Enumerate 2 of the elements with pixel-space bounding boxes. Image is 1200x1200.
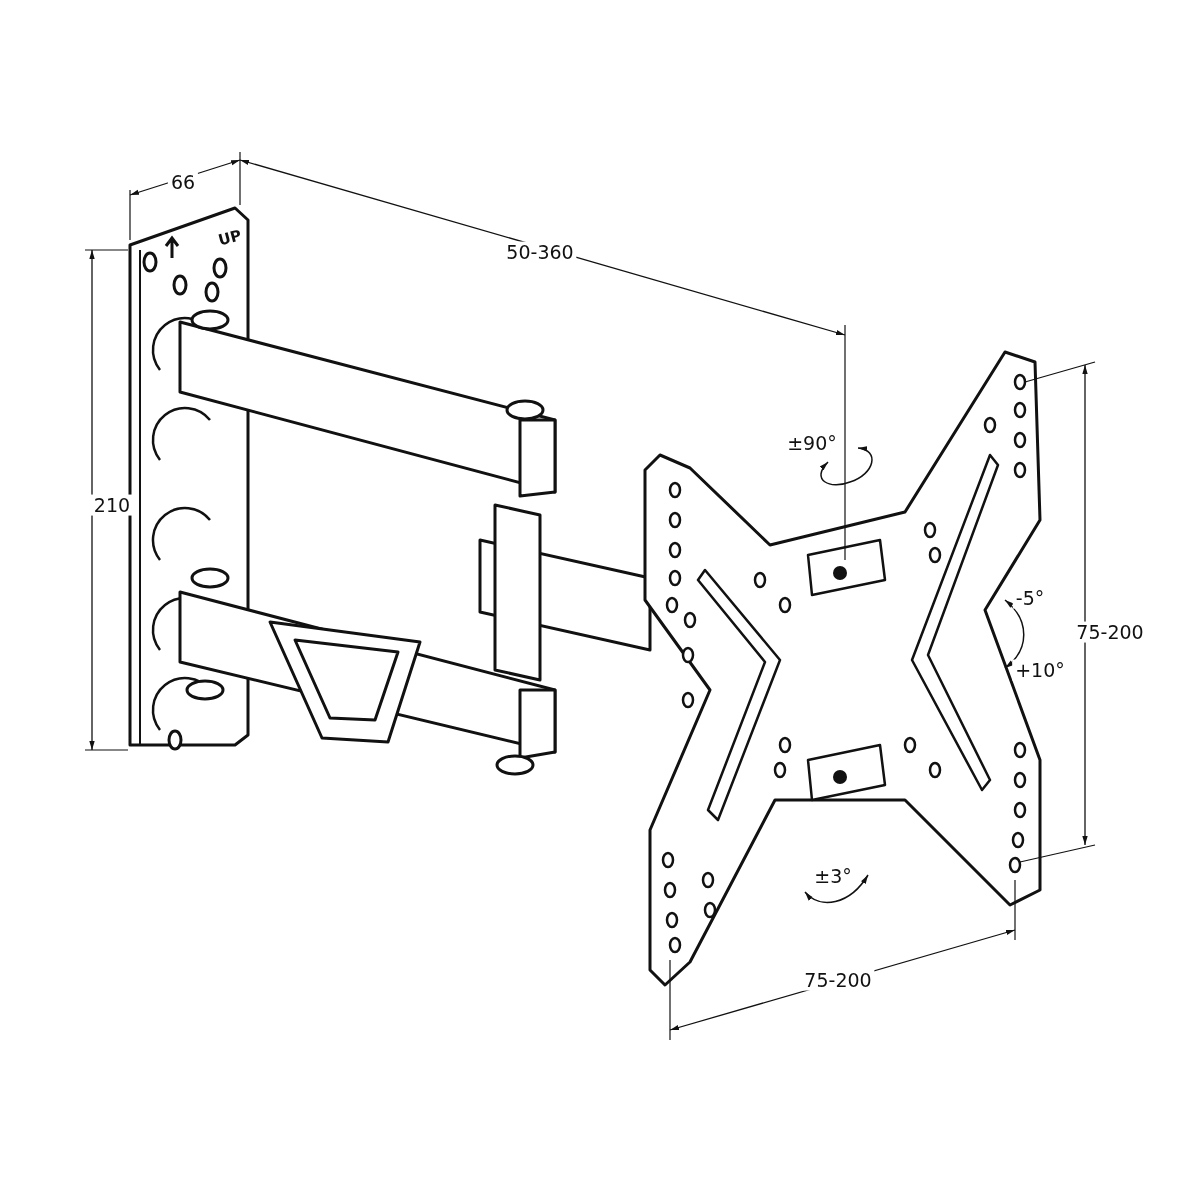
up-marking: UP bbox=[215, 226, 245, 250]
dimension-label: 210 bbox=[90, 494, 134, 516]
